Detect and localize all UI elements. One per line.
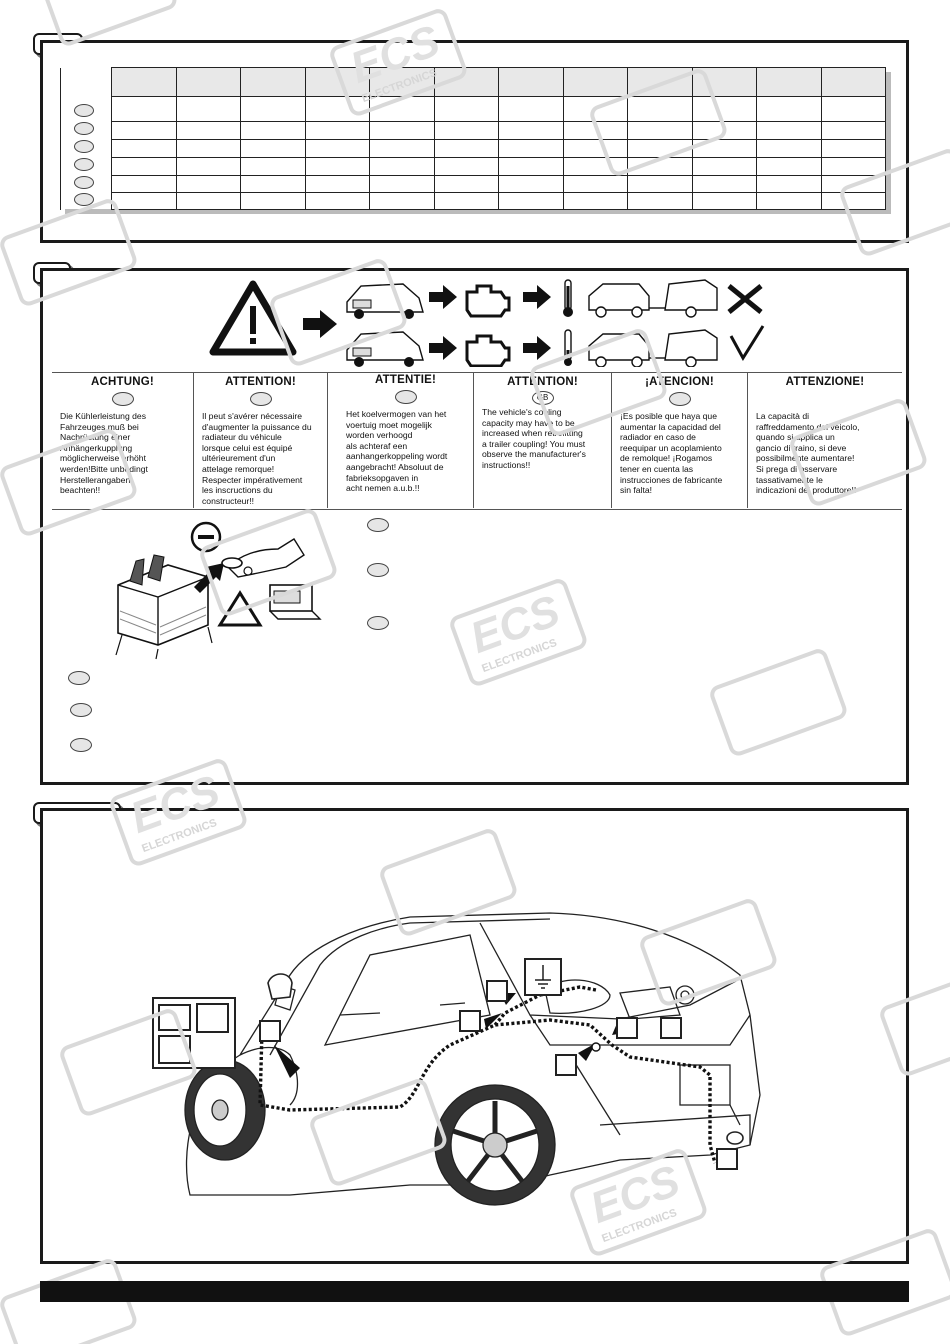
warning-heading: ATTENTION!: [225, 376, 296, 388]
warning-text: Die Kühlerleistung des Fahrzeuges muß be…: [60, 411, 148, 496]
column-header: [175, 67, 241, 97]
module-slot: [158, 1004, 191, 1031]
callout-box: [259, 1020, 281, 1042]
language-badge-gb: GB: [531, 391, 554, 405]
column-header: [304, 67, 370, 97]
thermometer-icon: [564, 329, 572, 366]
column-header: [691, 67, 757, 97]
warning-text: Il peut s'avérer nécessaire d'augmenter …: [202, 411, 312, 506]
arrow-right-icon: [429, 285, 457, 309]
callout-box: [459, 1010, 481, 1032]
language-oval: [74, 158, 94, 171]
warning-de: ACHTUNG! Die Kühlerleistung des Fahrzeug…: [52, 372, 194, 508]
step-oval: [367, 616, 389, 630]
car-wiring-diagram: [184, 912, 761, 1206]
callout-box: [616, 1017, 638, 1039]
car-with-caravan-icon: [588, 329, 718, 367]
callout-box: [660, 1017, 682, 1039]
warning-gb: ATTENTION! GB The vehicle's cooling capa…: [474, 372, 612, 508]
column-header: [627, 67, 693, 97]
warning-heading: ACHTUNG!: [91, 376, 154, 388]
minus-sign-icon: [190, 521, 222, 553]
callout-box: [486, 980, 508, 1002]
warning-nl: ATTENTIE! Het koelvermogen van het voert…: [338, 372, 474, 508]
car-front-icon: [346, 283, 424, 319]
warning-text: The vehicle's cooling capacity may have …: [482, 407, 586, 470]
language-oval: [74, 104, 94, 117]
side-mirror: [267, 973, 293, 1000]
arrow-right-icon: [523, 285, 551, 309]
step-oval: [70, 738, 92, 752]
wiring-harness: [258, 1018, 717, 1164]
warning-it: ATTENZIONE! La capacità di raffreddament…: [748, 372, 902, 508]
cross-mark-icon: [727, 284, 763, 314]
module-slot: [158, 1035, 191, 1064]
language-oval: [74, 176, 94, 189]
vehicle-table: [60, 67, 886, 210]
step-oval: [367, 518, 389, 532]
wiring-harness-branch: [493, 977, 542, 1027]
car-front-icon: [346, 331, 424, 367]
column-header: [111, 67, 177, 97]
column-header: [820, 67, 886, 97]
exhaust-pipe: [726, 1131, 744, 1145]
warning-heading: ATTENTIE!: [375, 374, 436, 386]
column-header: [562, 67, 628, 97]
column-header: [756, 67, 822, 97]
warning-text: La capacità di raffreddamento del veicol…: [756, 411, 860, 496]
car-with-caravan-icon: [588, 279, 718, 318]
battery-disconnect-illustration: [115, 521, 322, 660]
column-header: [498, 67, 564, 97]
language-oval: [668, 392, 691, 406]
step-oval: [68, 671, 90, 685]
column-header: [433, 67, 499, 97]
language-band: [52, 372, 902, 510]
step-oval: [70, 703, 92, 717]
rear-wheel: [434, 1084, 556, 1206]
language-oval: [74, 122, 94, 135]
arrow-right-icon: [429, 336, 457, 360]
callout-box: [555, 1054, 577, 1076]
step-oval: [367, 563, 389, 577]
row-label-cell: [60, 67, 112, 97]
warning-fr: ATTENTION! Il peut s'avérer nécessaire d…: [194, 372, 328, 508]
engine-check-icon: [465, 334, 511, 367]
engine-check-icon: [465, 284, 511, 318]
warning-heading: ¡ATENCION!: [645, 376, 714, 388]
callout-box: [716, 1148, 738, 1170]
module-slot: [196, 1003, 229, 1033]
column-header: [369, 67, 435, 97]
warning-es: ¡ATENCION! ¡Es posible que haya que aume…: [612, 372, 748, 508]
language-oval: [74, 193, 94, 206]
warning-text: ¡Es posible que haya que aumentar la cap…: [620, 411, 723, 496]
language-oval: [394, 390, 417, 404]
language-oval: [249, 392, 272, 406]
language-oval: [74, 140, 94, 153]
arrow-right-icon: [303, 310, 337, 338]
language-oval: [111, 392, 134, 406]
arrow-right-icon: [523, 336, 551, 360]
warning-heading: ATTENTION!: [507, 376, 578, 388]
column-header: [240, 67, 306, 97]
cooling-pictogram: [209, 279, 765, 367]
thermometer-icon: [563, 279, 573, 317]
warning-triangle-icon: [209, 280, 297, 356]
ground-symbol-icon: [535, 965, 551, 989]
warning-heading: ATTENZIONE!: [785, 376, 865, 388]
front-wheel: [184, 1059, 266, 1161]
footer-bar: [40, 1281, 909, 1302]
ground-callout-box: [524, 958, 562, 996]
warning-text: Het koelvermogen van het voertuig moet m…: [346, 409, 448, 494]
check-mark-icon: [729, 325, 765, 361]
